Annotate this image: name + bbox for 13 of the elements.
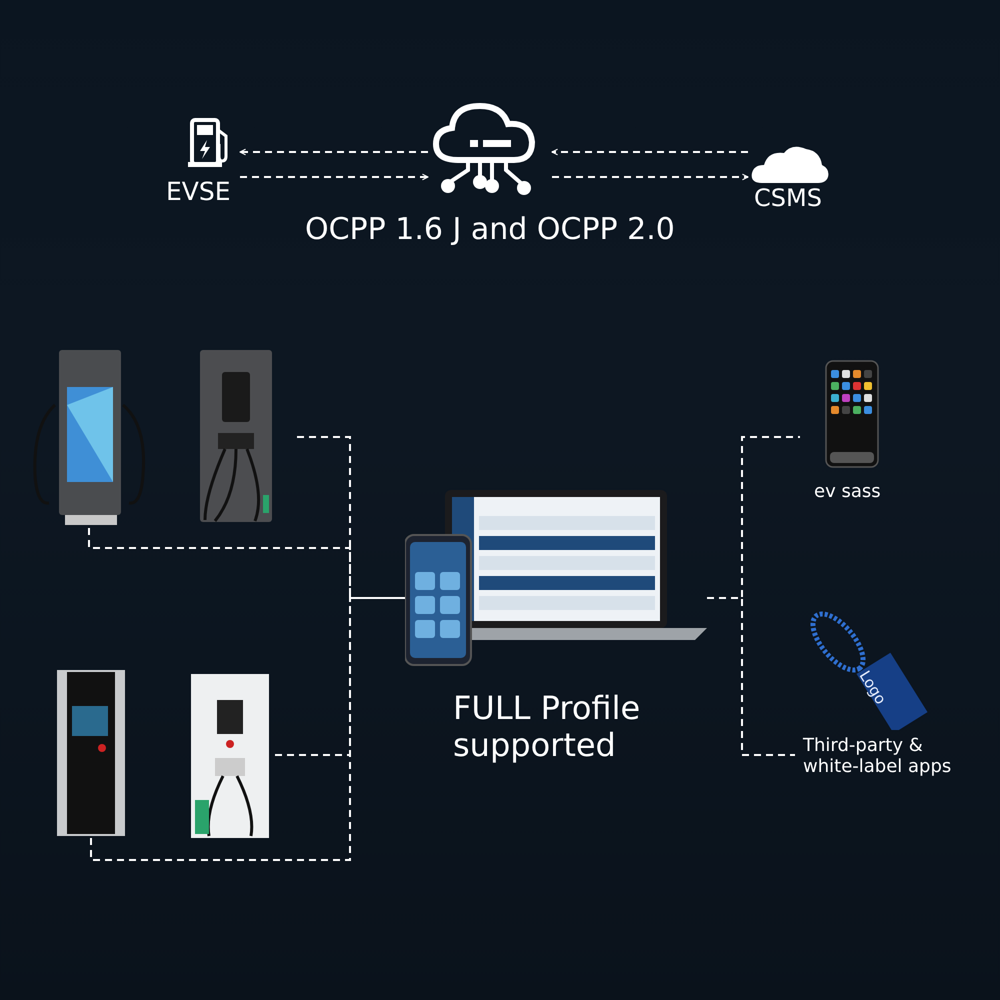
node-label: CSMS: [754, 185, 822, 213]
dashed-connector: [707, 597, 795, 756]
node-label: EVSE: [166, 178, 231, 207]
heading-text: OCPP 1.6 J and OCPP 2.0: [305, 213, 675, 248]
caption-text: ev sass: [814, 482, 881, 503]
caption-text: FULL Profile supported: [453, 690, 642, 764]
dashed-arrow: [240, 174, 429, 180]
dashed-arrow: [552, 174, 749, 180]
charger-drawing: [55, 668, 127, 838]
caption-text: Third-party & white-label apps: [803, 736, 952, 778]
dashed-arrow: [239, 148, 428, 156]
dashed-arrow: [551, 148, 748, 156]
dashed-connector: [297, 436, 405, 599]
